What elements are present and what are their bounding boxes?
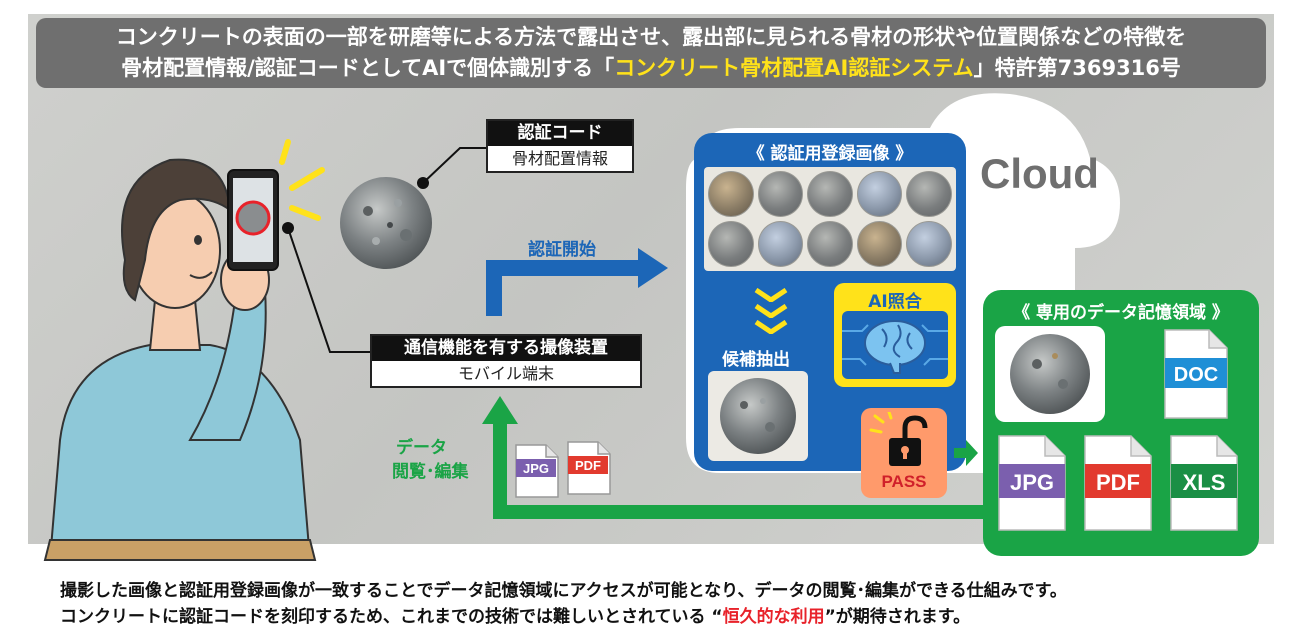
registered-images-title: 《 認証用登録画像 》 <box>747 144 913 164</box>
candidate-image <box>708 371 808 461</box>
svg-text:PDF: PDF <box>575 458 601 473</box>
auth-code-title: 認証コード <box>488 121 632 146</box>
arrow-to-pass <box>836 420 860 446</box>
svg-text:PDF: PDF <box>1096 470 1140 495</box>
arrow-to-storage <box>954 440 978 466</box>
registered-thumb <box>807 221 853 267</box>
chevron-down-icon <box>754 319 788 336</box>
device-label: 通信機能を有する撮像装置 モバイル端末 <box>370 334 642 388</box>
svg-text:JPG: JPG <box>1010 470 1054 495</box>
ai-matching-box: AI照合 <box>834 283 956 387</box>
data-storage-panel: 《 専用のデータ記憶領域 》 DOC JPG PDF XLS <box>983 290 1259 556</box>
registered-thumb <box>856 221 903 267</box>
headline-banner: コンクリートの表面の一部を研磨等による方法で露出させ、露出部に見られる骨材の形状… <box>36 18 1266 88</box>
caption-line-2: コンクリートに認証コードを刻印するため、これまでの技術では難しいとされている “… <box>60 607 971 627</box>
registered-thumbnail-grid <box>704 167 956 271</box>
auth-code-label: 認証コード 骨材配置情報 <box>486 119 634 173</box>
pass-label: PASS <box>881 472 927 491</box>
data-storage-title: 《 専用のデータ記憶領域 》 <box>1013 303 1229 323</box>
ai-matching-label: AI照合 <box>868 292 922 312</box>
data-view-label: データ 閲覧･編集 <box>392 438 469 482</box>
pdf-file-icon: PDF <box>1084 435 1152 531</box>
registered-thumb <box>856 171 903 217</box>
chevron-down-icon <box>754 287 788 304</box>
auth-start-arrow <box>486 248 668 316</box>
headline-line-1: コンクリートの表面の一部を研磨等による方法で露出させ、露出部に見られる骨材の形状… <box>115 25 1187 49</box>
permanent-use-highlight: 恒久的な利用 <box>722 607 825 627</box>
registered-thumb <box>708 221 754 267</box>
registered-thumb <box>807 171 853 217</box>
device-title: 通信機能を有する撮像装置 <box>372 336 640 361</box>
cloud-label: Cloud <box>980 150 1099 197</box>
pass-box: PASS <box>861 408 947 498</box>
brain-icon <box>842 311 948 379</box>
small-jpg-file-icon: JPG <box>515 444 559 498</box>
small-pdf-file-icon: PDF <box>567 441 611 495</box>
auth-start-label: 認証開始 <box>528 240 596 260</box>
system-name-highlight: コンクリート骨材配置AI認証システム <box>614 56 974 80</box>
headline-line-2: 骨材配置情報/認証コードとしてAIで個体識別する「コンクリート骨材配置AI認証シ… <box>121 56 1181 80</box>
chevron-down-icon <box>754 303 788 320</box>
device-subtitle: モバイル端末 <box>457 364 554 383</box>
concrete-core-sample <box>340 177 432 269</box>
registered-thumb <box>708 171 754 217</box>
unlocked-padlock-icon <box>869 412 928 466</box>
svg-text:DOC: DOC <box>1174 364 1218 386</box>
caption-line-1: 撮影した画像と認証用登録画像が一致することでデータ記憶領域にアクセスが可能となり… <box>60 581 1067 601</box>
registered-thumb <box>757 171 804 217</box>
auth-code-subtitle: 骨材配置情報 <box>511 149 608 168</box>
xls-file-icon: XLS <box>1170 435 1238 531</box>
registered-images-panel: 《 認証用登録画像 》 候補抽出 AI照合 <box>694 133 966 471</box>
woman-with-phone-illustration <box>43 139 325 561</box>
svg-text:XLS: XLS <box>1183 470 1226 495</box>
registered-thumb <box>757 221 804 267</box>
data-return-arrow <box>482 396 990 519</box>
registered-thumb <box>906 171 952 217</box>
jpg-file-icon: JPG <box>998 435 1066 531</box>
stored-stone-image <box>995 326 1105 422</box>
candidate-label: 候補抽出 <box>722 350 790 370</box>
registered-thumb <box>906 221 952 267</box>
doc-file-icon: DOC <box>1164 329 1228 419</box>
svg-text:JPG: JPG <box>523 461 549 476</box>
